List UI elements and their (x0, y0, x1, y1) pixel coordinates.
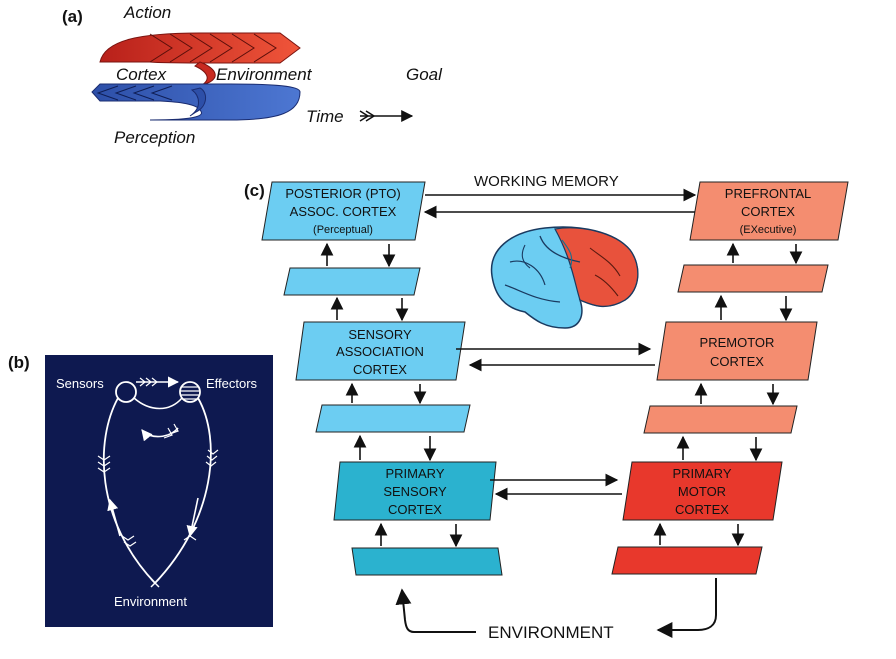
primary-sensory-cortex-box: PRIMARY SENSORY CORTEX (333, 461, 497, 521)
working-memory-label: WORKING MEMORY (474, 173, 619, 190)
left-intermediate-box-1 (283, 267, 421, 296)
svg-text:PRIMARY: PRIMARY (673, 466, 732, 481)
environment-label-c: ENVIRONMENT (488, 623, 614, 642)
svg-text:POSTERIOR (PTO): POSTERIOR (PTO) (285, 186, 400, 201)
panel-b-background (45, 355, 273, 627)
brain-illustration (490, 226, 639, 329)
sensor-node (115, 381, 137, 403)
environment-to-sensory-arrow (395, 588, 476, 633)
feedback-arrow (141, 427, 179, 442)
svg-text:CORTEX: CORTEX (675, 502, 729, 517)
svg-text:CORTEX: CORTEX (741, 204, 795, 219)
sensory-association-cortex-box: SENSORY ASSOCIATION CORTEX (295, 321, 466, 381)
cortex-label: Cortex (116, 65, 167, 84)
premotor-cortex-box: PREMOTOR CORTEX (656, 321, 818, 381)
perception-label: Perception (114, 128, 195, 147)
right-intermediate-box-2 (643, 405, 798, 434)
svg-text:CORTEX: CORTEX (353, 362, 407, 377)
environment-label-a: Environment (216, 65, 313, 84)
panel-a: (a) Action Cortex Environment Goal Time (62, 3, 443, 147)
left-bottom-box (351, 547, 503, 576)
action-label: Action (123, 3, 171, 22)
effectors-label: Effectors (206, 376, 258, 391)
perception-arc (91, 83, 301, 121)
panel-b: (b) Sensors Effectors (8, 353, 273, 627)
panel-c-letter: (c) (244, 181, 265, 200)
effector-stripes (181, 386, 199, 400)
svg-text:ASSOCIATION: ASSOCIATION (336, 344, 424, 359)
left-intermediate-box-2 (315, 404, 471, 433)
posterior-assoc-cortex-box: POSTERIOR (PTO) ASSOC. CORTEX (Perceptua… (261, 181, 426, 241)
time-arrow (359, 110, 414, 122)
svg-text:(EXecutive): (EXecutive) (740, 224, 797, 236)
svg-text:MOTOR: MOTOR (678, 484, 726, 499)
svg-text:CORTEX: CORTEX (710, 354, 764, 369)
svg-text:CORTEX: CORTEX (388, 502, 442, 517)
svg-text:ASSOC. CORTEX: ASSOC. CORTEX (290, 204, 397, 219)
svg-text:PREFRONTAL: PREFRONTAL (725, 186, 811, 201)
right-bottom-box (611, 546, 763, 575)
svg-text:(Perceptual): (Perceptual) (313, 224, 373, 236)
panel-b-letter: (b) (8, 353, 30, 372)
effector-node (179, 381, 201, 403)
sensors-label: Sensors (56, 376, 104, 391)
prefrontal-cortex-box: PREFRONTAL CORTEX (EXecutive) (689, 181, 849, 241)
svg-text:SENSORY: SENSORY (348, 327, 412, 342)
panel-c: (c) POSTERIOR (PTO) ASSOC. CORTEX (Perce… (244, 173, 849, 642)
time-label: Time (306, 107, 344, 126)
svg-text:SENSORY: SENSORY (383, 484, 447, 499)
primary-motor-cortex-box: PRIMARY MOTOR CORTEX (622, 461, 783, 521)
motor-to-environment-arrow (656, 578, 717, 638)
svg-text:PRIMARY: PRIMARY (386, 466, 445, 481)
right-column-vertical-arrows (653, 242, 803, 547)
right-intermediate-box-1 (677, 264, 829, 293)
goal-label: Goal (406, 65, 443, 84)
environment-label-b: Environment (114, 594, 187, 609)
left-column-vertical-arrows (320, 242, 463, 548)
panel-a-letter: (a) (62, 7, 83, 26)
svg-text:PREMOTOR: PREMOTOR (700, 335, 775, 350)
